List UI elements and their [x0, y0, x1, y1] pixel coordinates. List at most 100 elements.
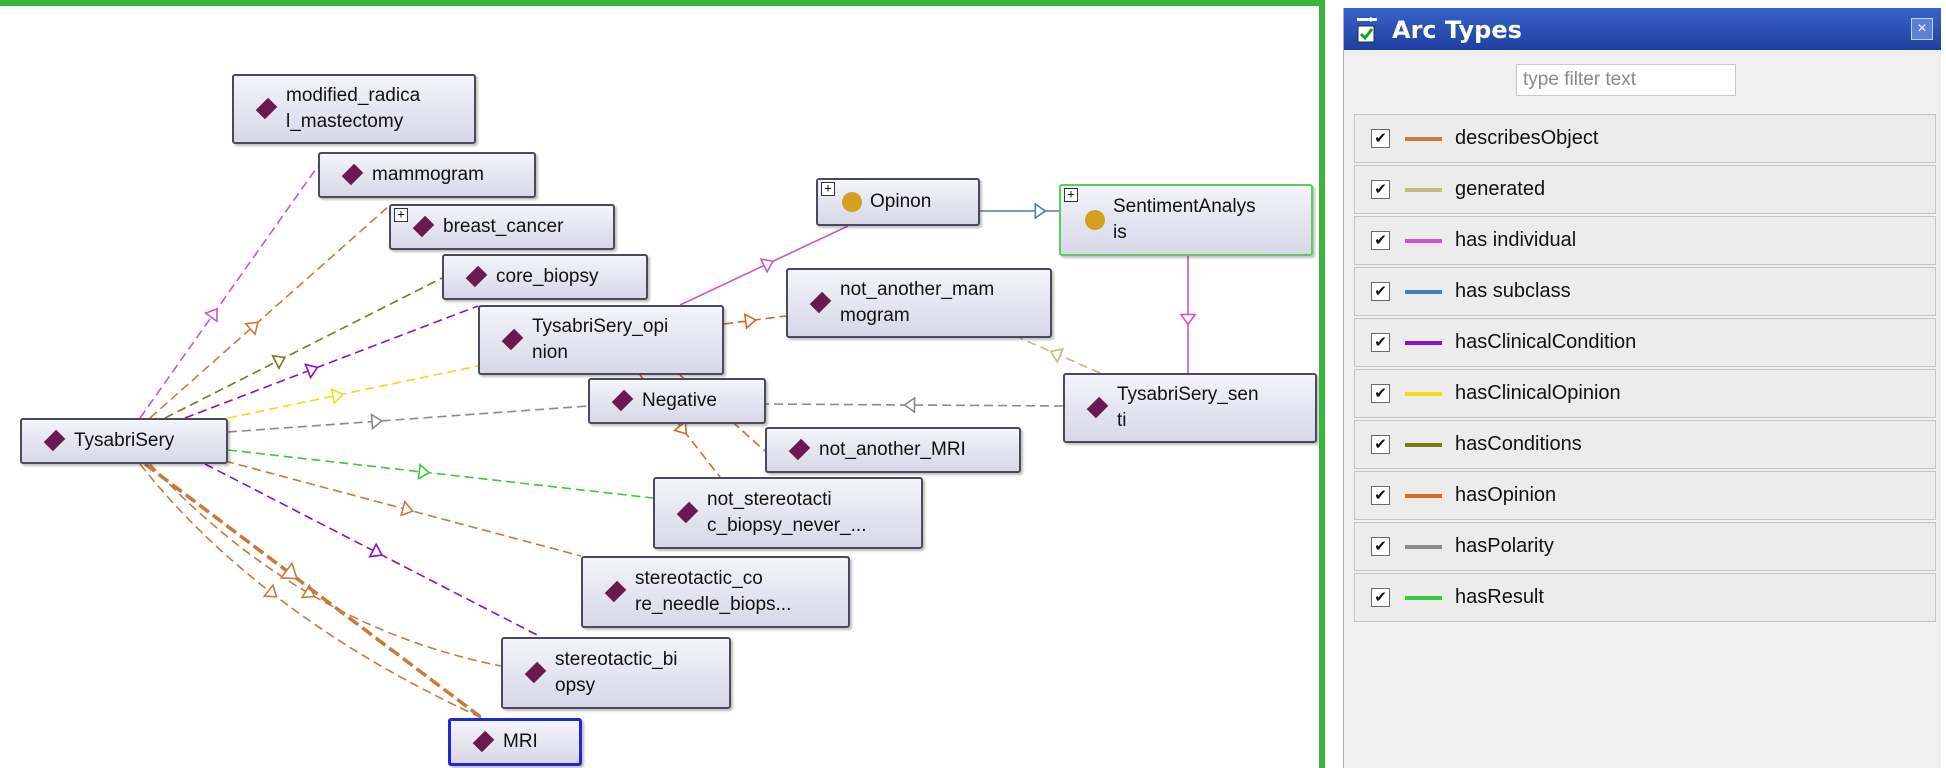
node-not-another-mri[interactable]: not_another_MRI: [765, 427, 1021, 473]
arc-type-checkbox[interactable]: ✔: [1371, 333, 1390, 352]
individual-icon: [676, 501, 699, 524]
individual-icon: [611, 389, 634, 412]
arc-type-row[interactable]: ✔ hasClinicalCondition: [1354, 318, 1936, 367]
arc-type-checkbox[interactable]: ✔: [1371, 537, 1390, 556]
arc-types-icon: [1357, 17, 1377, 43]
arc-type-checkbox[interactable]: ✔: [1371, 129, 1390, 148]
expand-toggle[interactable]: +: [394, 208, 408, 222]
graph-edge: [1179, 256, 1197, 373]
arc-type-name: hasClinicalOpinion: [1455, 382, 1621, 404]
node-stereotactic-core-needle-biopsy[interactable]: stereotactic_co re_needle_biops...: [581, 556, 850, 628]
close-icon[interactable]: ×: [1911, 18, 1933, 40]
individual-icon: [809, 291, 832, 314]
arc-color-swatch: [1405, 188, 1442, 192]
arc-type-row[interactable]: ✔ hasResult: [1354, 573, 1936, 622]
arc-type-checkbox[interactable]: ✔: [1371, 180, 1390, 199]
graph-edge: [139, 165, 319, 419]
arc-type-name: hasResult: [1455, 586, 1544, 608]
arc-type-row[interactable]: ✔ hasPolarity: [1354, 522, 1936, 571]
node-opinon-class[interactable]: + Opinon: [816, 178, 980, 226]
arc-type-checkbox[interactable]: ✔: [1371, 282, 1390, 301]
graph-edge: [980, 202, 1059, 220]
expand-toggle[interactable]: +: [821, 182, 835, 196]
arc-type-row[interactable]: ✔ describesObject: [1354, 114, 1936, 163]
node-not-stereotactic-biopsy-never[interactable]: not_stereotacti c_biopsy_never_...: [653, 477, 923, 549]
arc-color-swatch: [1405, 290, 1442, 294]
individual-icon: [604, 580, 627, 603]
arc-types-panel: Arc Types × ✔ describesObject ✔ generated ✔ h…: [1343, 8, 1941, 768]
arc-type-name: has individual: [1455, 229, 1577, 251]
node-not-another-mammogram[interactable]: not_another_mam mogram: [786, 268, 1052, 338]
arc-type-row[interactable]: ✔ hasConditions: [1354, 420, 1936, 469]
arc-color-swatch: [1405, 137, 1442, 141]
graph-pane-border: [1319, 0, 1325, 768]
node-breast-cancer[interactable]: + breast_cancer: [389, 204, 615, 250]
arc-type-name: generated: [1455, 178, 1546, 200]
node-modified-radical-mastectomy[interactable]: modified_radica l_mastectomy: [232, 74, 476, 144]
node-negative[interactable]: Negative: [588, 378, 766, 424]
graph-edge: [149, 463, 502, 667]
arc-type-list: ✔ describesObject ✔ generated ✔ has individua…: [1354, 114, 1936, 624]
arc-type-checkbox[interactable]: ✔: [1371, 435, 1390, 454]
graph-edge: [1019, 337, 1101, 374]
arc-type-row[interactable]: ✔ has individual: [1354, 216, 1936, 265]
node-tysabrisery-opinion[interactable]: TysabriSery_opi nion: [478, 305, 724, 375]
arc-type-filter-input[interactable]: [1516, 64, 1736, 96]
graph-edge: [227, 365, 479, 419]
individual-icon: [341, 163, 364, 186]
arc-type-checkbox[interactable]: ✔: [1371, 231, 1390, 250]
graph-edge: [765, 396, 1064, 414]
arc-type-name: hasConditions: [1455, 433, 1582, 455]
individual-icon: [43, 429, 66, 452]
graph-edge: [227, 405, 589, 433]
arc-type-row[interactable]: ✔ has subclass: [1354, 267, 1936, 316]
graph-edge: [723, 312, 787, 330]
arc-type-name: hasClinicalCondition: [1455, 331, 1637, 353]
graph-edge: [139, 463, 483, 719]
arc-color-swatch: [1405, 494, 1442, 498]
node-core-biopsy[interactable]: core_biopsy: [442, 254, 648, 300]
graph-edge: [143, 462, 484, 720]
individual-icon: [501, 328, 524, 351]
arc-type-checkbox[interactable]: ✔: [1371, 588, 1390, 607]
arc-type-row[interactable]: ✔ hasOpinion: [1354, 471, 1936, 520]
individual-icon: [788, 438, 811, 461]
arc-type-name: hasPolarity: [1455, 535, 1554, 557]
individual-icon: [255, 97, 278, 120]
graph-edge: [224, 460, 582, 557]
graph-edge: [184, 305, 479, 419]
individual-icon: [1086, 396, 1109, 419]
node-tysabrisery[interactable]: TysabriSery: [20, 418, 228, 464]
arc-color-swatch: [1405, 596, 1442, 600]
class-icon: [1085, 210, 1105, 230]
graph-edge: [679, 225, 849, 306]
panel-header: Arc Types ×: [1344, 8, 1941, 50]
expand-toggle[interactable]: +: [1064, 188, 1078, 202]
graph-edge: [227, 449, 654, 499]
arc-type-name: has subclass: [1455, 280, 1571, 302]
individual-icon: [524, 661, 547, 684]
arc-type-row[interactable]: ✔ generated: [1354, 165, 1936, 214]
arc-color-swatch: [1405, 392, 1442, 396]
arc-type-checkbox[interactable]: ✔: [1371, 384, 1390, 403]
node-tysabrisery-senti[interactable]: TysabriSery_sen ti: [1063, 373, 1317, 443]
individual-icon: [472, 730, 495, 753]
panel-title: Arc Types: [1392, 16, 1522, 44]
graph-edge: [149, 205, 390, 419]
arc-type-row[interactable]: ✔ hasClinicalOpinion: [1354, 369, 1936, 418]
node-stereotactic-biopsy[interactable]: stereotactic_bi opsy: [501, 637, 731, 709]
arc-type-name: hasOpinion: [1455, 484, 1557, 506]
node-mri-selected[interactable]: MRI: [448, 718, 582, 766]
arc-color-swatch: [1405, 239, 1442, 243]
arc-color-swatch: [1405, 545, 1442, 549]
individual-icon: [412, 215, 435, 238]
class-icon: [842, 192, 862, 212]
arc-type-checkbox[interactable]: ✔: [1371, 486, 1390, 505]
node-sentiment-analysis-class[interactable]: + SentimentAnalys is: [1059, 184, 1313, 256]
ontology-graph-canvas[interactable]: modified_radica l_mastectomy mammogram +…: [0, 0, 1325, 768]
arc-type-name: describesObject: [1455, 127, 1599, 149]
individual-icon: [465, 265, 488, 288]
node-mammogram[interactable]: mammogram: [318, 152, 536, 198]
graph-edge: [164, 277, 443, 419]
graph-edge: [204, 463, 542, 638]
